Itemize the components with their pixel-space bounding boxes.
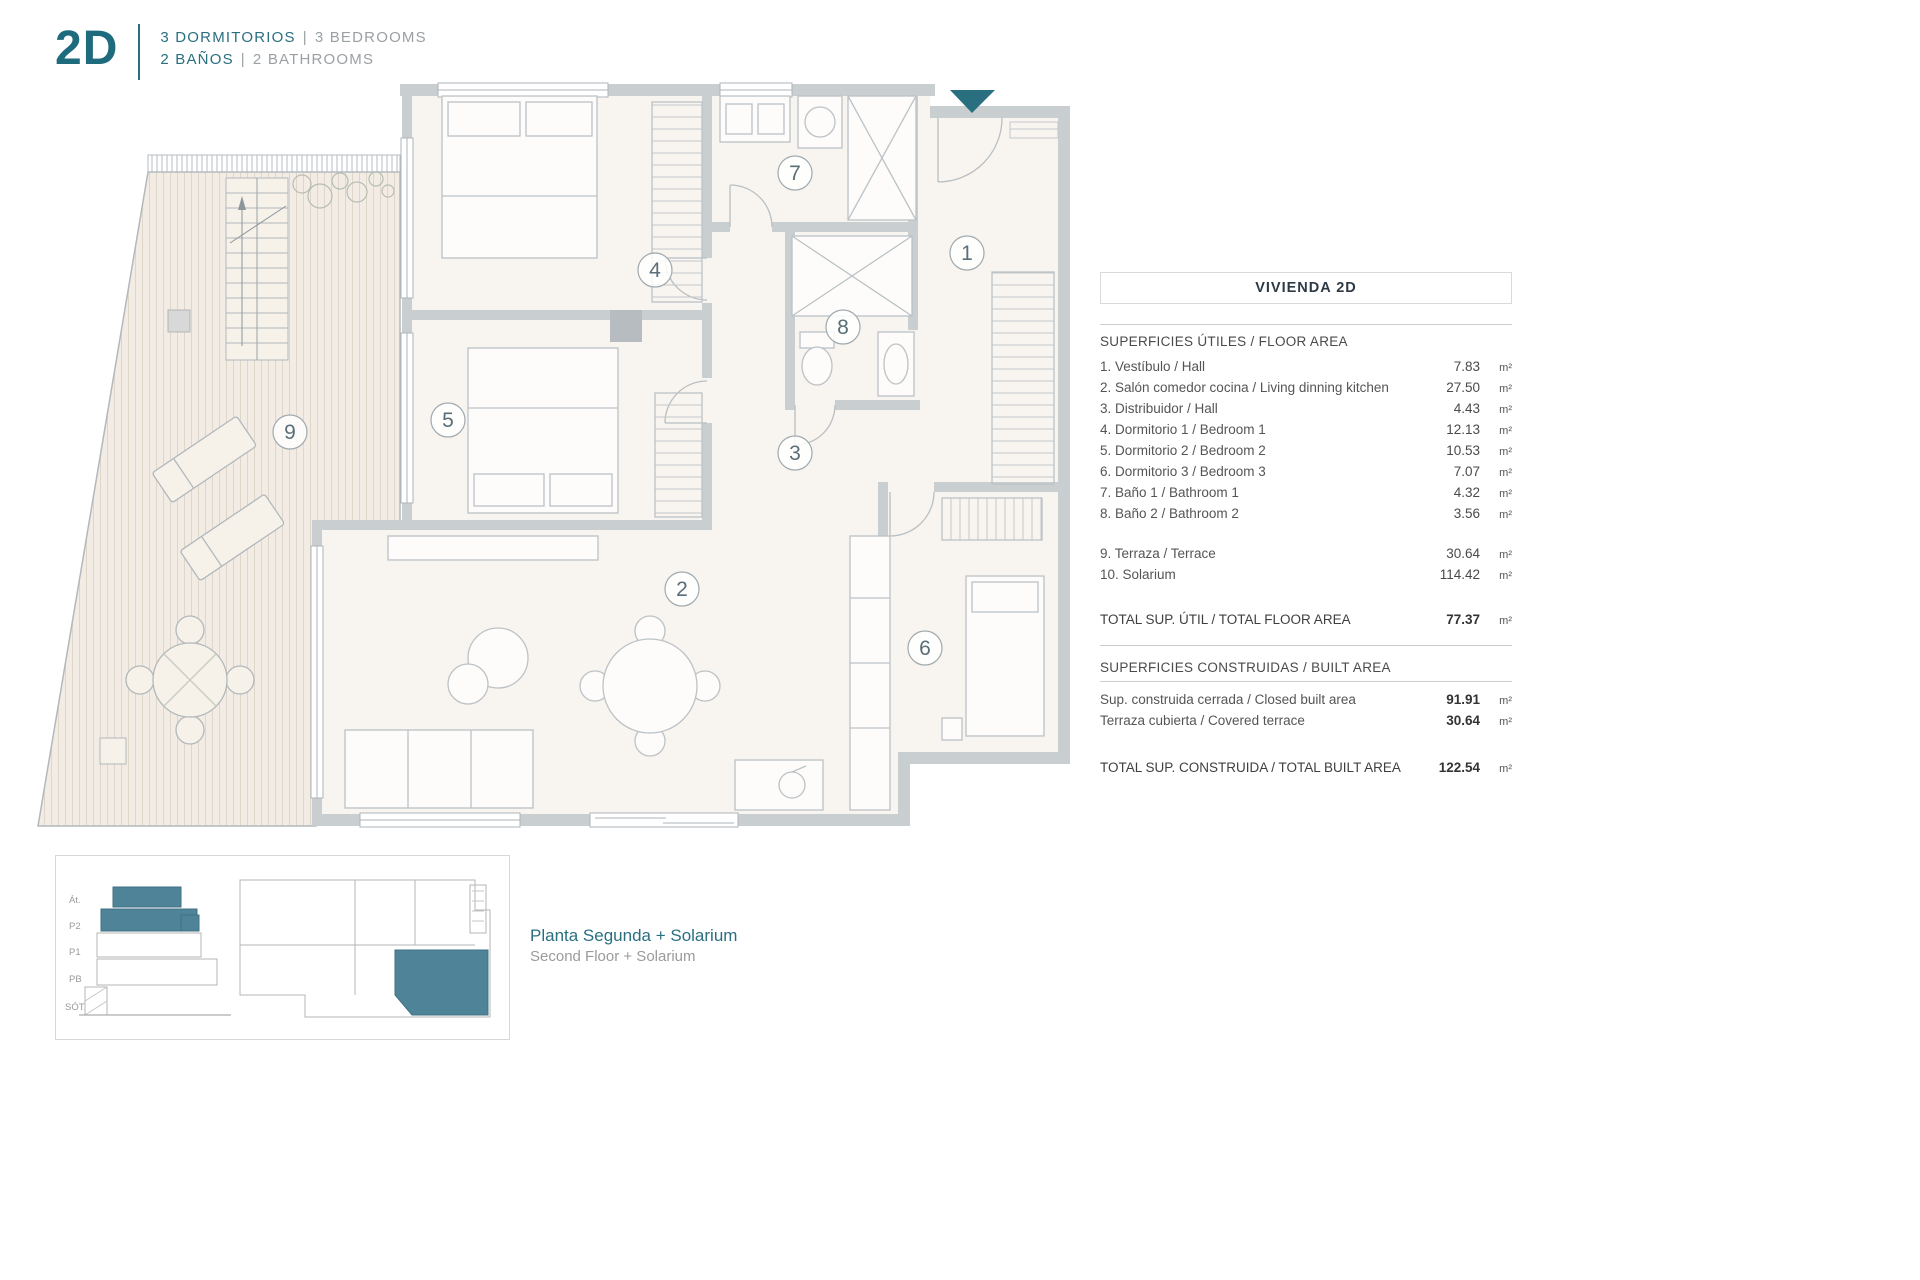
windows: [310, 82, 793, 828]
room-badge-3: 3: [777, 435, 813, 471]
entrance-marker: [950, 90, 995, 113]
svg-text:9: 9: [284, 421, 296, 444]
svg-text:8: 8: [837, 316, 849, 339]
level-p1: [96, 932, 202, 958]
built-area-total: TOTAL SUP. CONSTRUIDA / TOTAL BUILT AREA…: [1100, 760, 1512, 775]
level-atico: [112, 886, 182, 908]
unit-location: [394, 949, 489, 1016]
svg-text:5: 5: [442, 409, 454, 432]
room-badge-8: 8: [825, 309, 861, 345]
floor-area-section: SUPERFICIES ÚTILES / FLOOR AREA 1. Vestí…: [1100, 324, 1512, 646]
built-area-section: SUPERFICIES CONSTRUIDAS / BUILT AREA Sup…: [1100, 660, 1512, 779]
planter: [99, 737, 127, 765]
bathrooms-line: 2 BAÑOS|2 BATHROOMS: [160, 51, 375, 68]
header-divider: [138, 24, 141, 80]
hall-closet: [991, 271, 1055, 485]
level-pb: [96, 958, 218, 986]
stairs: [225, 177, 289, 361]
sliding-door: [589, 812, 739, 828]
structural-column: [610, 310, 642, 342]
level-label: SÓT.: [65, 1002, 86, 1013]
key-plan: [239, 879, 491, 1018]
sun-lounger: [180, 494, 285, 581]
room-badge-7: 7: [777, 155, 813, 191]
terrace: [37, 154, 401, 827]
sideboard: [387, 535, 599, 561]
kitchen-counter: [849, 535, 891, 811]
floor-plan-svg: 1 2 3 4 5 6 7 8 9: [37, 82, 1070, 828]
nightstand-3: [941, 717, 963, 741]
level-labels: Át. P2 P1 PB SÓT.: [65, 895, 86, 1013]
level-label: Át.: [69, 895, 81, 906]
sun-lounger: [152, 416, 257, 503]
sofa: [344, 729, 534, 809]
floor-area-heading: SUPERFICIES ÚTILES / FLOOR AREA: [1100, 334, 1348, 349]
room-badge-6: 6: [907, 630, 943, 666]
building-section-svg: Át. P2 P1 PB SÓT.: [55, 855, 510, 1040]
room-badge-9: 9: [272, 414, 308, 450]
room-badge-4: 4: [637, 252, 673, 288]
furniture: [344, 95, 1055, 811]
built-area-heading: SUPERFICIES CONSTRUIDAS / BUILT AREA: [1100, 660, 1512, 682]
caption-es: Planta Segunda + Solarium: [530, 926, 738, 945]
level-label: P2: [69, 921, 81, 932]
room-badge-2: 2: [664, 571, 700, 607]
level-label: P1: [69, 947, 81, 958]
svg-text:2: 2: [676, 578, 688, 601]
building-section-diagram: Át. P2 P1 PB SÓT.: [55, 855, 510, 1040]
level-label: PB: [69, 974, 82, 985]
floor-plan: 1 2 3 4 5 6 7 8 9: [30, 78, 1080, 838]
area-row: Sup. construida cerrada / Closed built a…: [1100, 692, 1512, 707]
room-badge-1: 1: [949, 235, 985, 271]
area-panel: VIVIENDA 2D SUPERFICIES ÚTILES / FLOOR A…: [1100, 272, 1512, 779]
plan-caption: Planta Segunda + Solarium Second Floor +…: [530, 925, 737, 967]
closet-3: [941, 497, 1043, 541]
terrace-table-set: [125, 615, 255, 745]
plants: [292, 171, 395, 209]
area-row: 2. Salón comedor cocina / Living dinning…: [1100, 380, 1512, 395]
bedrooms-line: 3 DORMITORIOS|3 BEDROOMS: [160, 29, 427, 46]
svg-text:4: 4: [649, 259, 661, 282]
caption-en: Second Floor + Solarium: [530, 948, 696, 965]
unit-code: 2D: [55, 22, 119, 75]
building-section: [79, 886, 231, 1016]
railing-hatch: [147, 154, 401, 173]
svg-text:3: 3: [789, 442, 801, 465]
room-badges: 1 2 3 4 5 6 7 8 9: [272, 155, 985, 666]
room-badge-5: 5: [430, 402, 466, 438]
terrace-box: [167, 309, 191, 333]
header-subtitle: 3 DORMITORIOS|3 BEDROOMS 2 BAÑOS|2 BATHR…: [160, 20, 426, 71]
svg-text:1: 1: [961, 242, 973, 265]
dining-table: [602, 638, 698, 734]
wardrobe-2: [654, 392, 703, 518]
header: 2D 3 DORMITORIOS|3 BEDROOMS 2 BAÑOS|2 BA…: [55, 20, 427, 80]
svg-text:6: 6: [919, 637, 931, 660]
panel-title: VIVIENDA 2D: [1100, 272, 1512, 304]
toilet: [801, 346, 833, 386]
svg-text:7: 7: [789, 162, 801, 185]
hall-shelf: [1009, 121, 1059, 139]
